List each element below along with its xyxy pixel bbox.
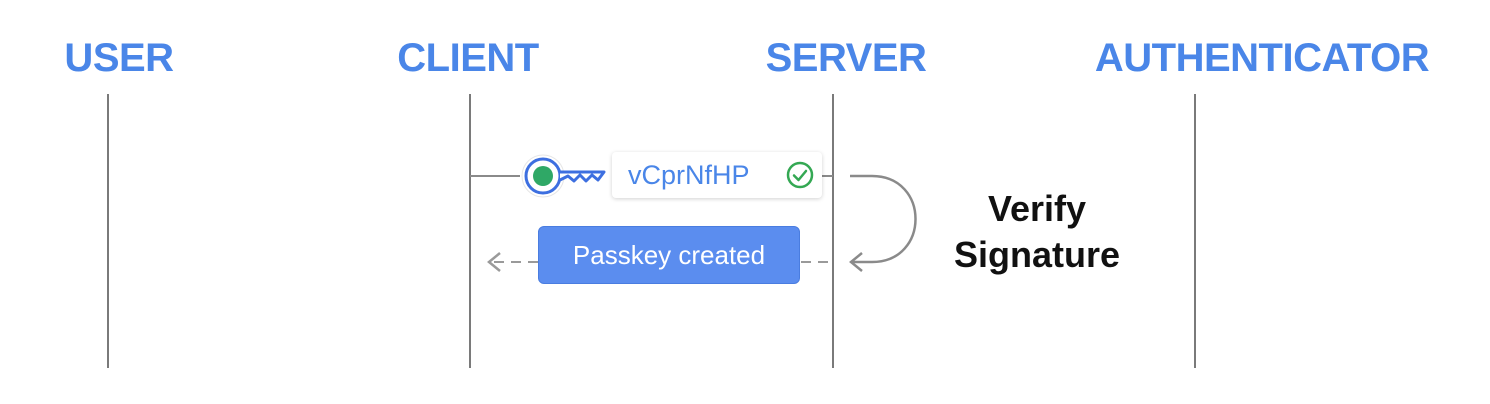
lifeline-user xyxy=(107,94,109,368)
key-icon xyxy=(518,150,616,202)
actor-client: CLIENT xyxy=(397,36,539,80)
actor-user: USER xyxy=(64,36,174,80)
loop-arrow-head xyxy=(849,252,863,272)
lifeline-client xyxy=(469,94,471,368)
arrow-left-icon xyxy=(487,252,501,272)
passkey-created-message: Passkey created xyxy=(538,226,800,284)
key-token-box: vCprNfHP xyxy=(612,152,822,198)
note-line-1: Verify xyxy=(987,188,1087,229)
check-circle-icon xyxy=(786,161,814,189)
actor-authenticator: AUTHENTICATOR xyxy=(1094,36,1430,80)
key-token-text: vCprNfHP xyxy=(628,160,750,190)
loop-arrow-icon xyxy=(850,174,917,264)
verify-signature-note: Verify Signature xyxy=(944,186,1130,278)
note-line-2: Signature xyxy=(953,234,1121,275)
lifeline-authenticator xyxy=(1194,94,1196,368)
actor-server: SERVER xyxy=(765,36,927,80)
lifeline-server xyxy=(832,94,834,368)
